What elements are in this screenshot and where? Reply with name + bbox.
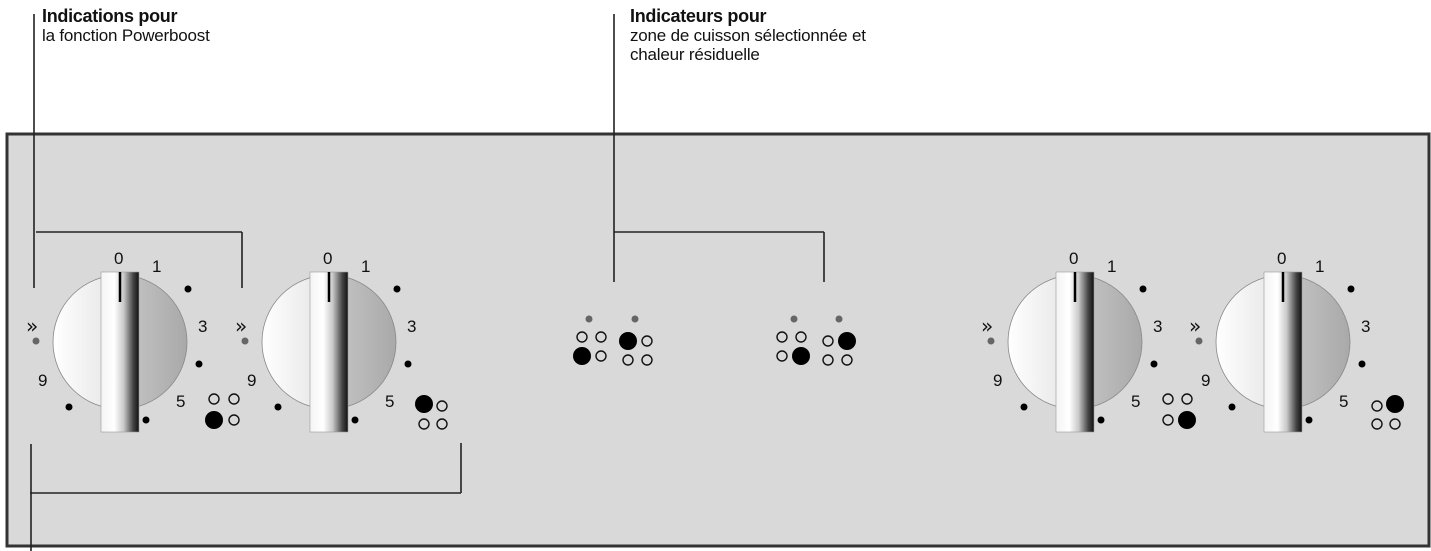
powerboost-leader-lines [33,14,243,288]
knob-4-powerboost-icon: » [1189,314,1201,338]
knob-4-label-5: 5 [1339,392,1348,411]
knob-4-label-1: 1 [1315,257,1324,276]
callout-powerboost-body: la fonction Powerboost [42,26,210,45]
knob-2-label-5: 5 [385,392,394,411]
knob-1-label-3: 3 [198,317,207,336]
knob-2-zone-icon [415,395,448,430]
knob-4-zone-icon [1371,395,1404,430]
callout-zone-body-line1: zone de cuisson sélectionnée et [630,26,866,45]
knob-3-zone-icon [1162,393,1196,429]
knob-1-label-9: 9 [38,371,47,390]
knob-3-label-3: 3 [1153,317,1162,336]
knob-1-label-0: 0 [114,249,123,268]
zone-indicator-group [573,315,856,366]
knob-1[interactable]: 0 1 3 5 9 » [26,249,240,434]
knob-4[interactable]: 0 1 3 5 9 » [1189,249,1404,434]
callout-zone-heading: Indicateurs pour [630,6,767,26]
knob-3-powerboost-led [987,337,995,345]
knob-3-powerboost-icon: » [981,314,993,338]
knob-group-bracket [30,443,462,551]
knob-3-label-0: 0 [1069,249,1078,268]
center-indicator-2 [619,315,653,366]
knob-1-label-5: 5 [176,392,185,411]
knob-3-label-1: 1 [1107,257,1116,276]
knob-2-powerboost-led [241,337,249,345]
center-indicator-3 [776,315,810,365]
knob-4-label-9: 9 [1201,371,1210,390]
knob-4-label-0: 0 [1277,249,1286,268]
knob-1-powerboost-icon: » [26,314,38,338]
center-indicator-1 [573,315,607,365]
callout-powerboost: Indications pour la fonction Powerboost [42,6,210,46]
zone-indicator-leader-lines [613,14,825,282]
knob-3-label-5: 5 [1131,392,1140,411]
knob-4-powerboost-led [1195,337,1203,345]
knob-1-label-1: 1 [152,257,161,276]
center-indicator-4 [822,315,856,366]
knob-2-label-3: 3 [407,317,416,336]
knob-1-powerboost-led [32,337,40,345]
knob-2-label-9: 9 [247,371,256,390]
knob-3-label-9: 9 [993,371,1002,390]
knob-2-label-0: 0 [323,249,332,268]
knob-2-label-1: 1 [361,257,370,276]
knob-1-zone-icon [205,393,240,429]
callout-zone-body-line2: chaleur résiduelle [630,45,760,64]
callout-zone-indicators: Indicateurs pour zone de cuisson sélecti… [630,6,866,65]
callout-powerboost-heading: Indications pour [42,6,178,26]
knob-2[interactable]: 0 1 3 5 9 » [235,249,448,434]
knob-2-powerboost-icon: » [235,314,247,338]
knob-4-label-3: 3 [1361,317,1370,336]
knob-3[interactable]: 0 1 3 5 9 » [981,249,1196,434]
